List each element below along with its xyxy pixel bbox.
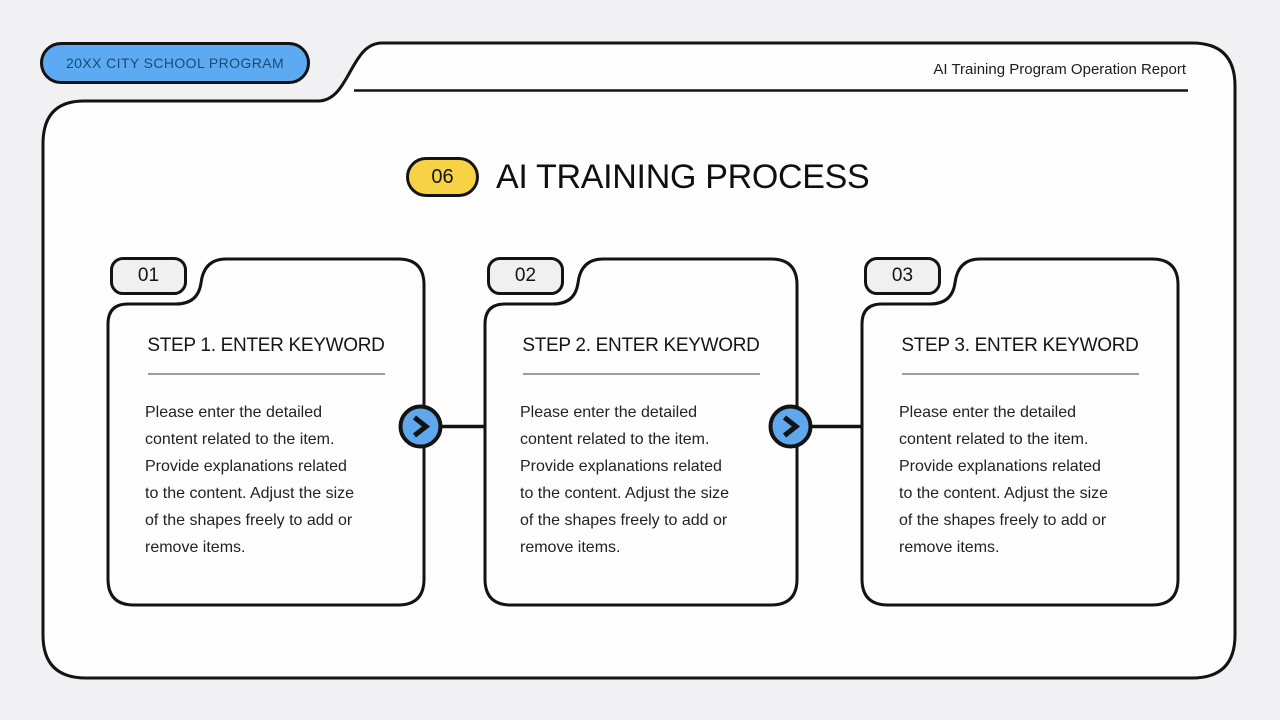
step-heading: STEP 2. ENTER KEYWORD <box>522 335 760 356</box>
arrow-connector <box>768 404 813 449</box>
chevron-right-icon <box>782 415 801 438</box>
chevron-right-icon <box>412 415 431 438</box>
step-card-outline <box>860 257 1180 607</box>
step-card-outline <box>483 257 799 607</box>
step-heading-divider <box>902 373 1139 375</box>
arrow-connector <box>398 404 443 449</box>
step-heading: STEP 1. ENTER KEYWORD <box>147 335 385 356</box>
step-body-text: Please enter the detailed content relate… <box>520 404 730 556</box>
step-heading: STEP 3. ENTER KEYWORD <box>901 335 1139 356</box>
step-heading-divider <box>523 373 760 375</box>
section-number-badge: 06 <box>406 157 479 197</box>
step-index-badge: 03 <box>864 257 941 295</box>
step-body-text: Please enter the detailed content relate… <box>145 404 355 556</box>
step-index-badge: 01 <box>110 257 187 295</box>
program-badge: 20XX CITY SCHOOL PROGRAM <box>40 42 310 84</box>
section-title: AI TRAINING PROCESS <box>496 158 870 196</box>
report-title: AI Training Program Operation Report <box>933 61 1186 78</box>
step-card-outline <box>106 257 426 607</box>
step-body-text: Please enter the detailed content relate… <box>899 404 1109 556</box>
step-heading-divider <box>148 373 385 375</box>
step-index-badge: 02 <box>487 257 564 295</box>
